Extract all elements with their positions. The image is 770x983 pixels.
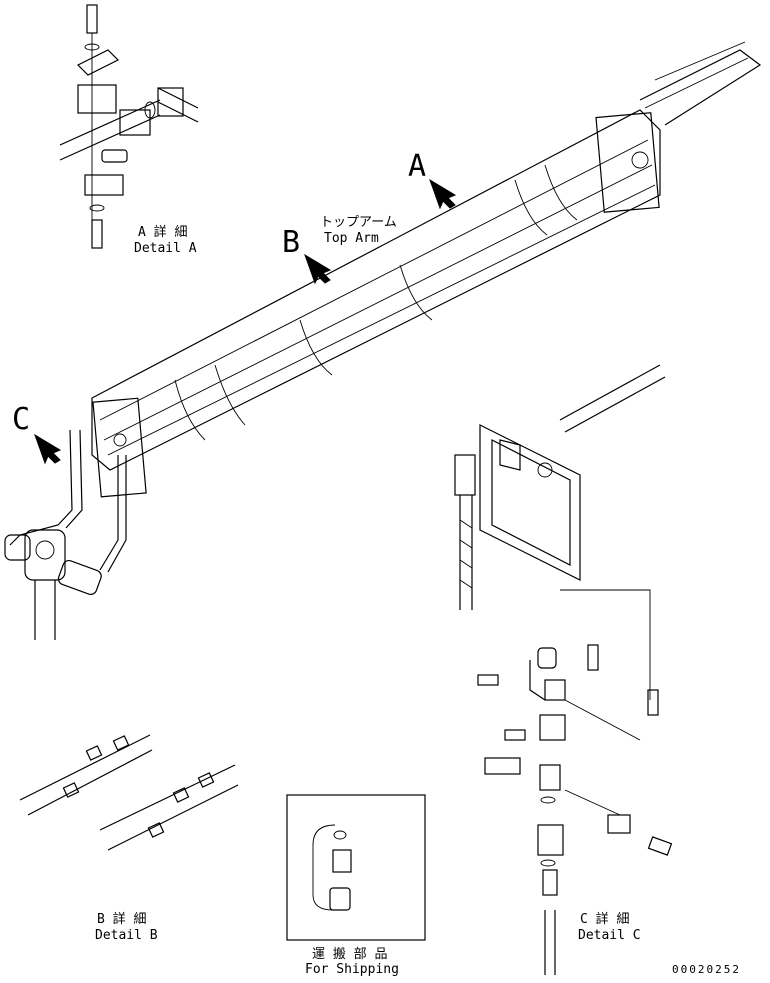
top-arm-label-en: Top Arm [324, 231, 379, 246]
detail-a-label-en: Detail A [134, 241, 197, 256]
detail-c-label-en: Detail C [578, 928, 641, 943]
detail-c-exploded [477, 589, 673, 975]
drawing-number: 00020252 [672, 963, 741, 976]
top-right-hoses [639, 41, 762, 126]
top-arm-label-jp: トップアーム [320, 215, 397, 230]
shipping-label-jp: 運 搬 部 品 [312, 947, 388, 962]
detail-b-hoses [19, 734, 239, 851]
shipping-label-en: For Shipping [305, 962, 399, 977]
detail-c-assembly [454, 364, 666, 610]
detail-b-label-jp: B 詳 細 [97, 912, 147, 927]
view-c-marker: C [12, 402, 31, 437]
left-hose-assembly [4, 429, 127, 640]
detail-c-label-jp: C 詳 細 [580, 912, 630, 927]
view-b-marker: B [282, 225, 301, 260]
detail-a-parts [59, 4, 199, 249]
view-arrows [34, 178, 457, 465]
view-a-marker: A [408, 149, 427, 184]
top-arm-boom [91, 109, 661, 498]
shipping-box [286, 794, 426, 941]
detail-a-label-jp: A 詳 細 [138, 225, 188, 240]
detail-b-label-en: Detail B [95, 928, 158, 943]
